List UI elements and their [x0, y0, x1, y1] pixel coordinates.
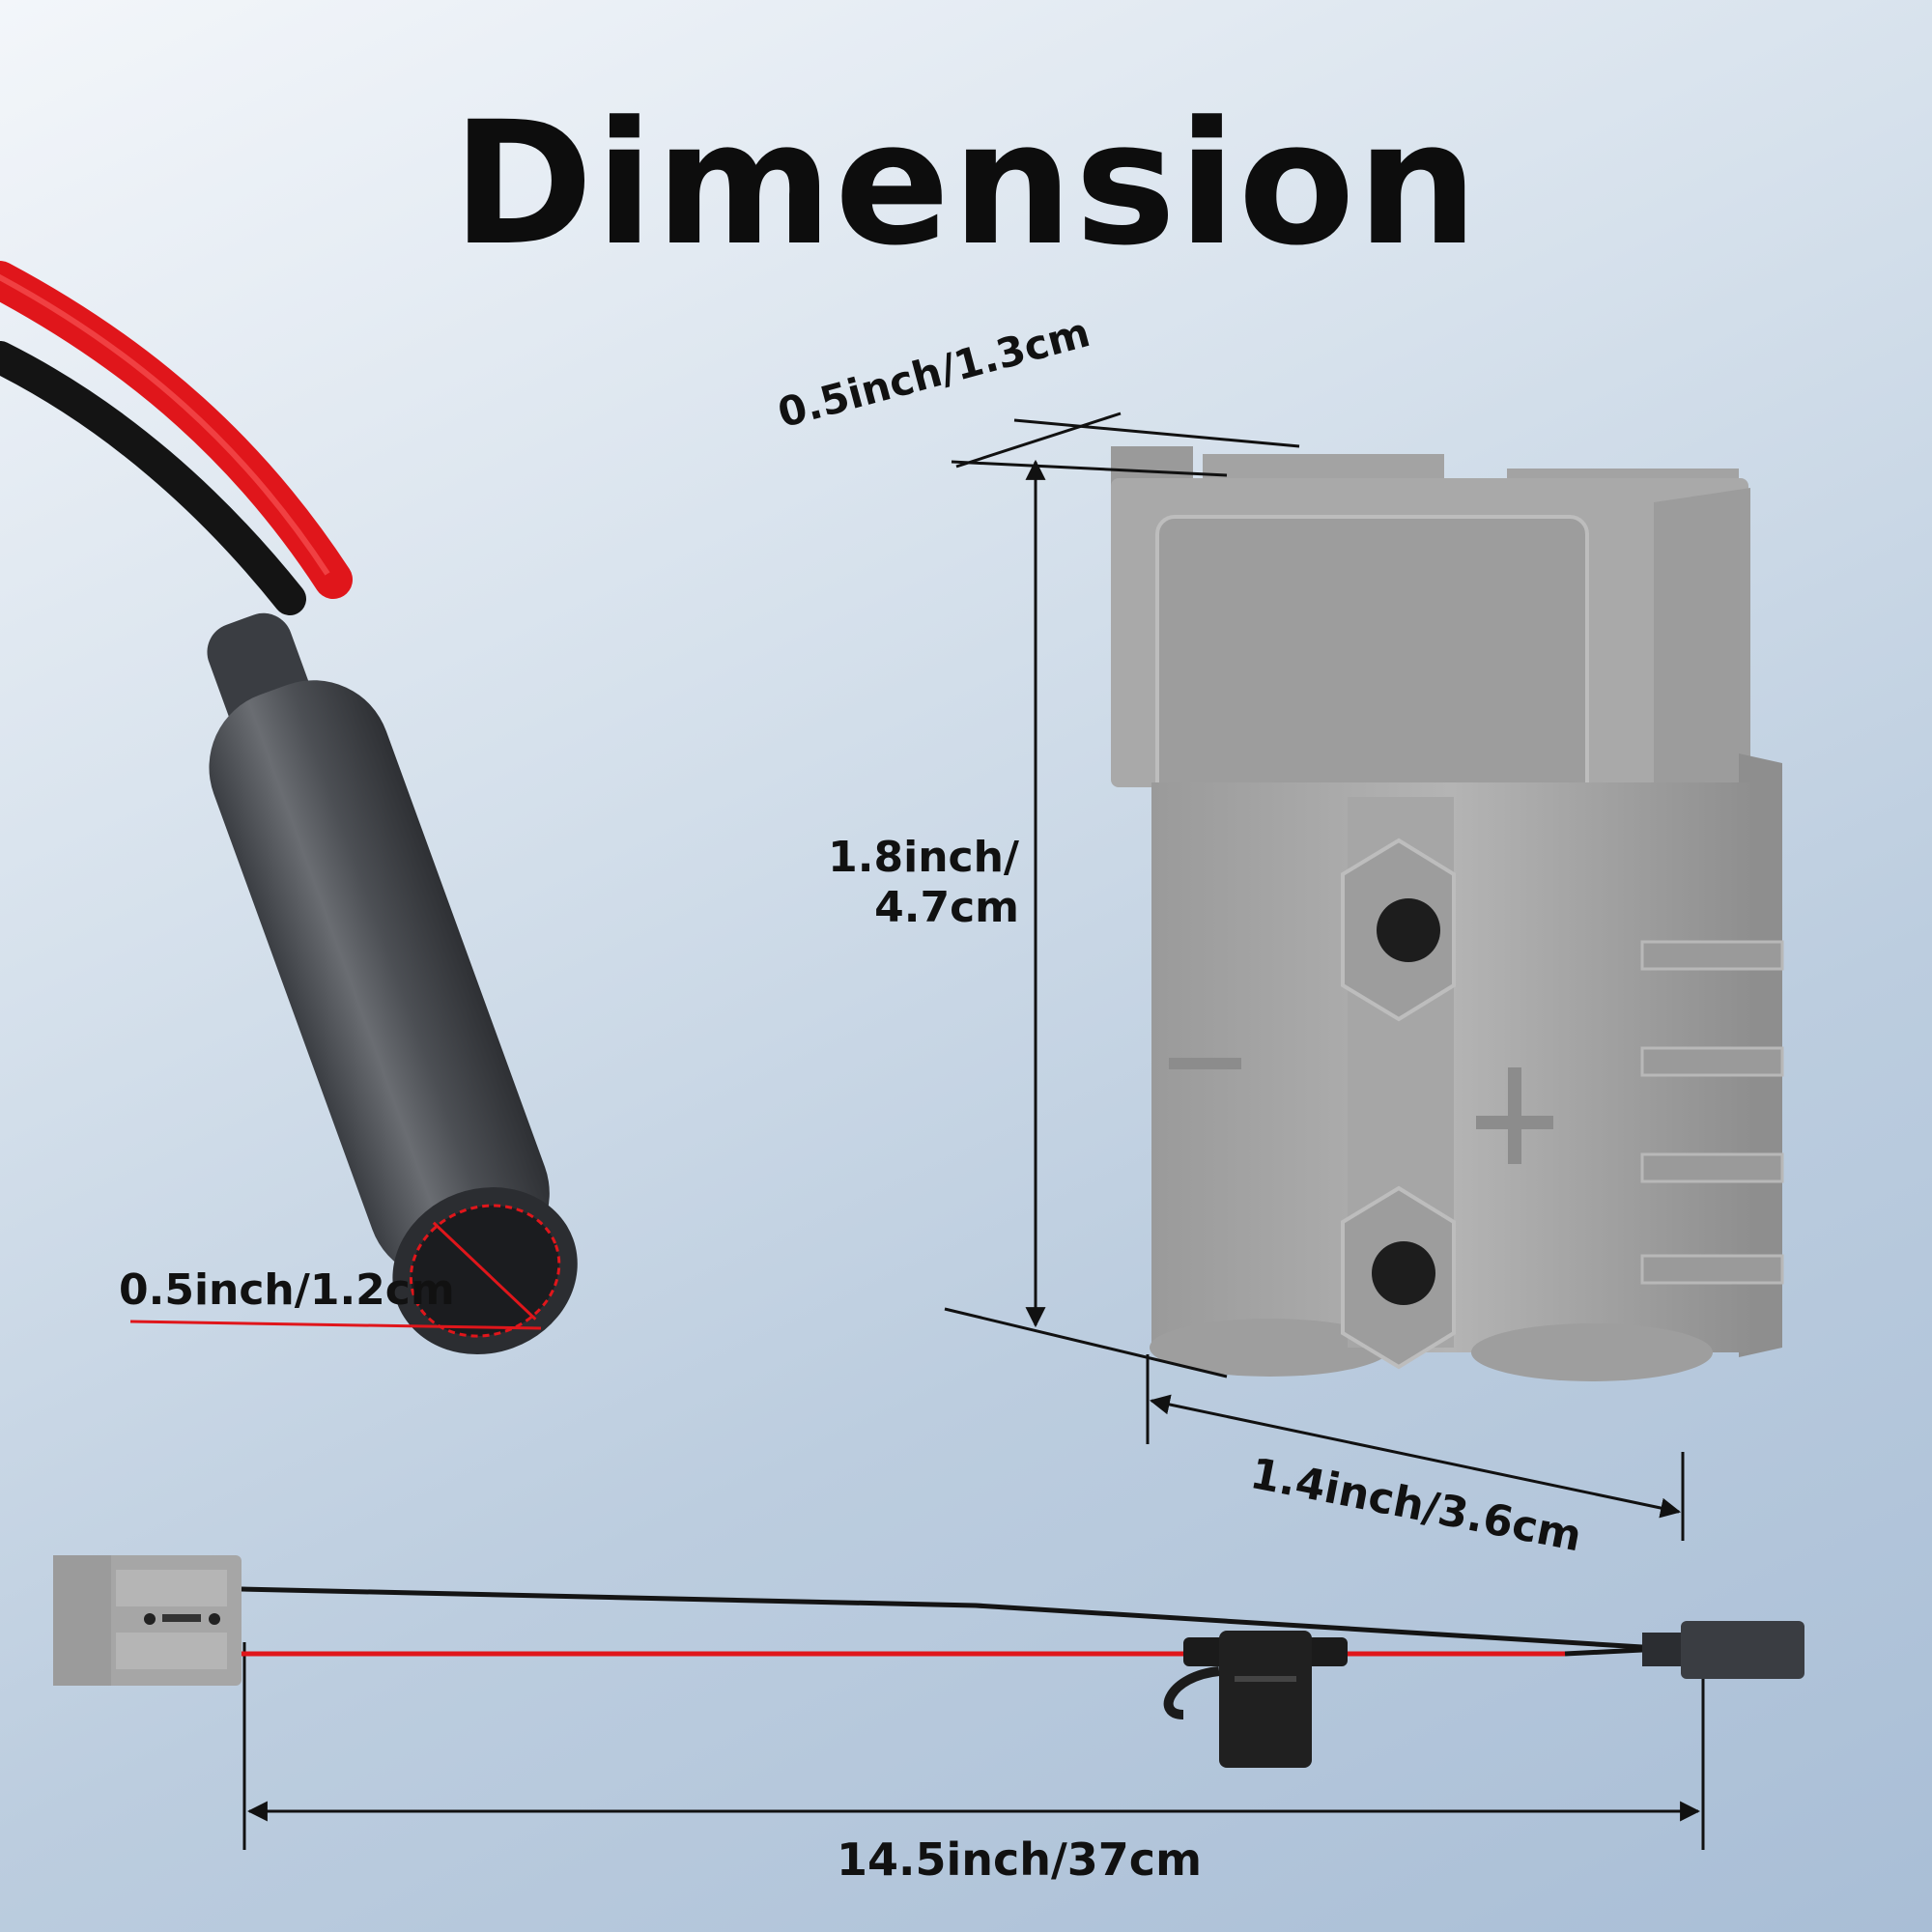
dimension-lines: [242, 412, 1705, 1850]
cigarette-socket: [207, 612, 578, 1355]
height-label-line2: 4.7cm: [874, 883, 1019, 932]
page-title: Dimension: [452, 85, 1480, 283]
inner-diameter-label: 0.5inch/1.2cm: [119, 1265, 455, 1315]
diameter-leader-line: [129, 1320, 542, 1330]
socket-cables: [0, 261, 353, 615]
power-connector: [1111, 446, 1784, 1381]
cable-length-label: 14.5inch/37cm: [836, 1833, 1203, 1886]
cable-assembly: [53, 1555, 1804, 1768]
height-label-line1: 1.8inch/: [828, 833, 1019, 882]
height-label: 1.8inch/ 4.7cm: [821, 833, 1019, 933]
